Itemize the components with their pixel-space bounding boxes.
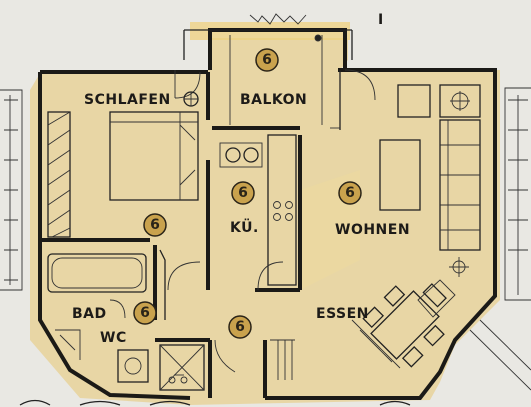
- svg-text:6: 6: [140, 305, 150, 321]
- marker-flur: 6: [143, 213, 167, 237]
- balkon-area: [229, 13, 323, 125]
- label-balkon: BALKON: [240, 92, 307, 108]
- svg-text:6: 6: [235, 319, 245, 335]
- marker-flur-unten: 6: [228, 315, 252, 339]
- bedroom-furniture: [47, 70, 201, 238]
- marker-wohnen: 6: [338, 181, 362, 205]
- entrance: [167, 261, 295, 380]
- svg-text:6: 6: [150, 217, 160, 233]
- svg-text:6: 6: [345, 185, 355, 201]
- svg-text:6: 6: [238, 185, 248, 201]
- marker-balkon: 6: [255, 48, 279, 72]
- label-bad: BAD: [72, 306, 107, 322]
- essen-extra: [351, 279, 456, 369]
- svg-text:6: 6: [262, 52, 272, 68]
- label-essen: ESSEN: [316, 306, 369, 322]
- marker-bad: 6: [133, 301, 157, 325]
- living-furniture: [330, 69, 481, 277]
- neighbour-left: [0, 89, 23, 291]
- neighbour-right: [469, 87, 531, 391]
- marker-kueche: 6: [231, 181, 255, 205]
- label-wohnen: WOHNEN: [335, 222, 410, 238]
- label-kueche: KÜ.: [230, 218, 259, 236]
- bath-fixtures: [47, 253, 149, 383]
- corner-mark: I: [378, 12, 384, 28]
- outer-walls: [38, 28, 497, 400]
- dining-set: [362, 283, 447, 368]
- kitchen-fixtures: [219, 134, 297, 291]
- label-wc: WC: [100, 330, 127, 346]
- interior-walls: [40, 70, 341, 398]
- utility-shaft: [159, 344, 205, 391]
- bottom-edge-marks: [19, 399, 411, 406]
- label-schlafen: SCHLAFEN: [84, 92, 171, 108]
